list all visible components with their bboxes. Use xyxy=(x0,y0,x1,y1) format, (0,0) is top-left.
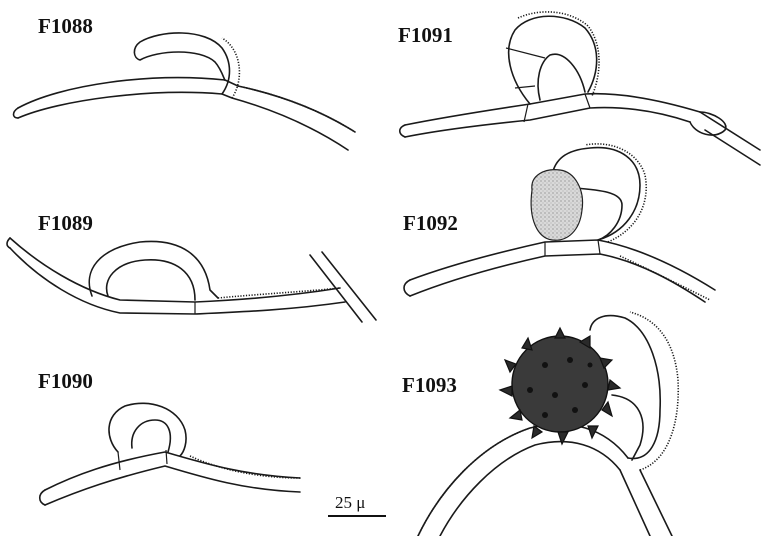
figure-label-f1093: F1093 xyxy=(402,373,457,397)
figure-label-f1092: F1092 xyxy=(403,211,458,235)
figure-f1091: F1091 xyxy=(398,12,760,165)
figure-label-f1091: F1091 xyxy=(398,23,453,47)
figure-f1093: F1093 xyxy=(402,312,678,536)
figure-f1089: F1089 xyxy=(7,211,376,322)
hypha-f1088 xyxy=(14,33,356,150)
figure-f1090: F1090 xyxy=(38,369,300,505)
hypha-f1093 xyxy=(418,312,678,536)
hypha-f1089 xyxy=(7,238,376,322)
figure-label-f1088: F1088 xyxy=(38,14,93,38)
spore-light xyxy=(531,170,582,241)
scale-bar: 25 μ xyxy=(328,493,386,516)
spore-dark xyxy=(500,328,620,444)
hypha-f1090 xyxy=(40,403,300,505)
figure-f1092: F1092 xyxy=(403,144,715,302)
figure-f1088: F1088 xyxy=(14,14,356,150)
figure-label-f1089: F1089 xyxy=(38,211,93,235)
hypha-f1091 xyxy=(400,12,760,165)
figure-label-f1090: F1090 xyxy=(38,369,93,393)
scale-bar-label: 25 μ xyxy=(335,493,365,512)
